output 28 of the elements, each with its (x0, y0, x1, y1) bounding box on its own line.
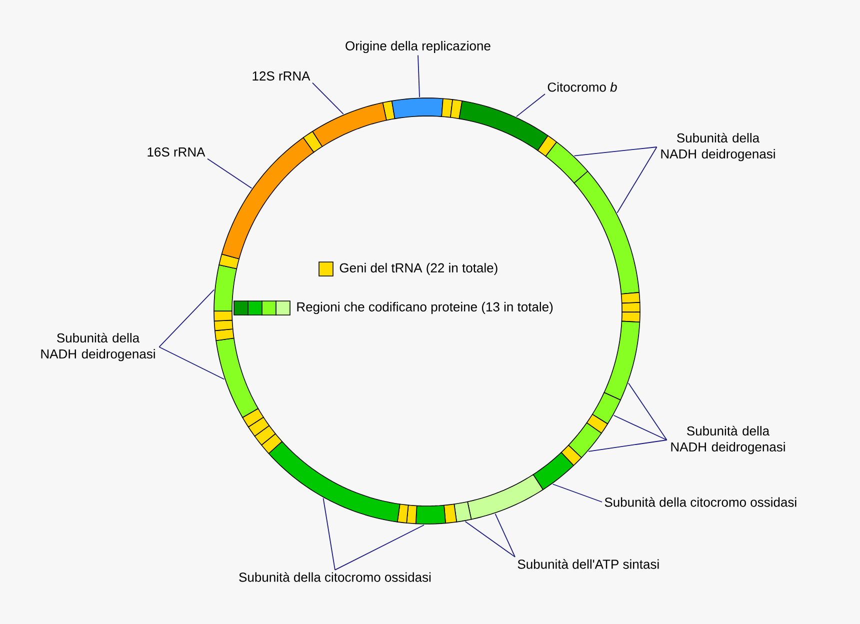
part-label: Subunità della NADH deidrogenasi (41, 332, 155, 362)
leader-line (613, 414, 668, 440)
part-label: Origine della replicazione (346, 40, 490, 54)
leader-line (312, 82, 344, 114)
leader-line (616, 146, 658, 214)
leader-line (334, 524, 424, 570)
part-label: Subunità della citocromo ossidasi (604, 497, 796, 507)
legend-label: Geni del tRNA (22 in totale) (340, 262, 498, 276)
leader-line (418, 54, 420, 98)
leader-line (464, 521, 516, 558)
part-label: Citocromo b (548, 82, 617, 92)
part-label: Subunità della citocromo ossidasi (239, 572, 431, 582)
part-label: 16S rRNA (148, 147, 206, 157)
leader-line (494, 513, 516, 558)
leader-line (322, 498, 336, 570)
part-label: Subunità dell'ATP sintasi (518, 559, 659, 569)
leader-line (158, 289, 215, 348)
leader-line (628, 382, 668, 440)
leader-line (516, 94, 546, 118)
part-label: 12S rRNA (252, 71, 310, 81)
leader-line (588, 440, 668, 452)
leader-line (207, 158, 252, 189)
part-label: Subunità della NADH deidrogenasi (671, 426, 785, 454)
leader-line (574, 146, 658, 156)
leader-line (158, 346, 225, 380)
leader-line (552, 484, 602, 502)
legend-label: Regioni che codificano proteine (13 in totale) (297, 302, 553, 314)
part-label: Subunità della NADH deidrogenasi (661, 132, 775, 162)
